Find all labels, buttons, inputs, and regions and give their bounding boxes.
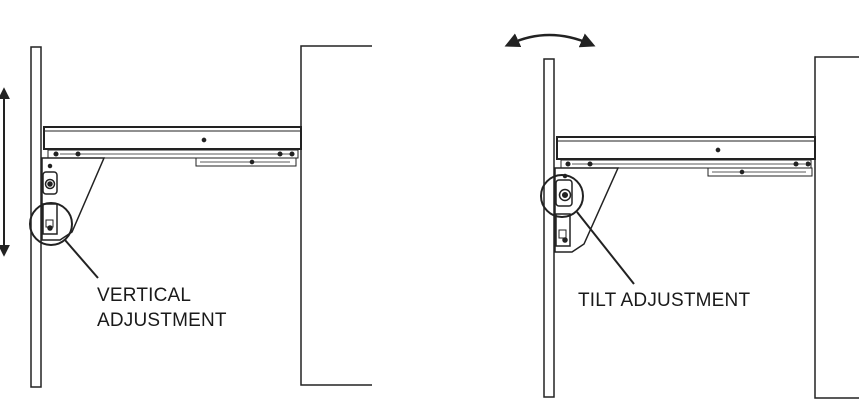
vertical-adjustment-figure — [0, 45, 372, 388]
mounting-bracket — [554, 167, 620, 253]
vertical-adjustment-label-line1: VERTICAL — [97, 285, 192, 306]
tilt-adjustment-label-text: TILT ADJUSTMENT — [578, 290, 751, 311]
drawer-box — [556, 136, 816, 177]
vertical-adjustment-callout-circle — [29, 202, 73, 246]
vertical-adjustment-leader-line — [64, 239, 99, 279]
tilt-adjustment-leader-line — [576, 211, 635, 285]
drawer-front-face — [300, 45, 372, 386]
vertical-adjustment-label-line2: ADJUSTMENT — [97, 310, 227, 331]
tilt-adjustment-label: TILT ADJUSTMENT — [578, 288, 750, 313]
drawer-front-face — [814, 56, 859, 399]
mounting-bracket — [41, 157, 106, 241]
cabinet-side-panel — [543, 58, 555, 398]
tilt-adjustment-figure — [504, 33, 859, 399]
tilt-adjustment-callout-circle — [540, 174, 584, 218]
drawer-box — [43, 126, 302, 167]
vertical-adjustment-label: VERTICAL ADJUSTMENT — [97, 283, 227, 333]
double-arrow-curved-icon — [504, 33, 596, 48]
cabinet-side-panel — [30, 46, 42, 388]
